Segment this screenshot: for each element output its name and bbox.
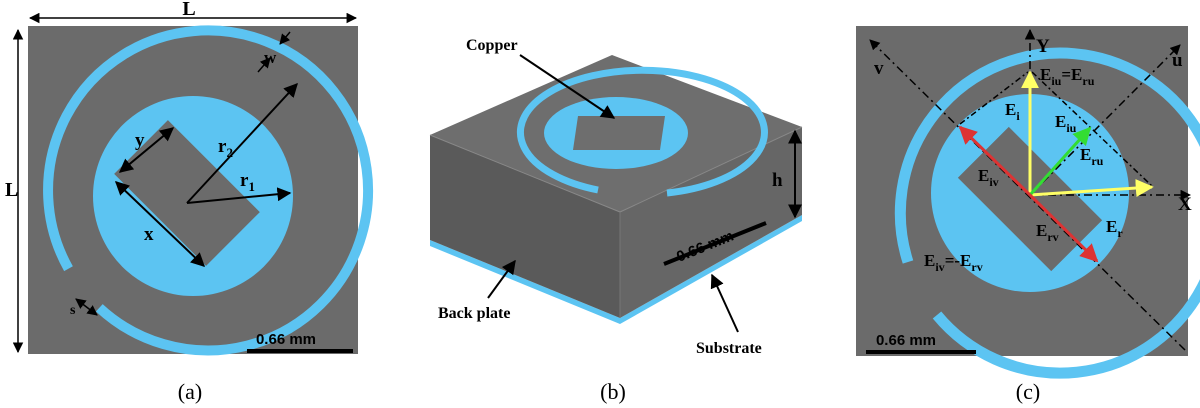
label-substrate: Substrate [696,340,762,357]
label-h: h [772,170,783,191]
vector-e-r [1029,179,1154,198]
label-r1: r1 [240,170,255,194]
radius-r2-line [186,82,298,204]
label-axis-v: v [874,58,884,79]
scale-bar-b [663,221,767,266]
label-eq-bottom: Eiv=-Erv [924,251,983,274]
label-y: y [135,130,145,151]
label-axis-x: X [1178,194,1192,215]
caption-c: (c) [1016,379,1040,404]
label-L-top: L [182,0,195,20]
vector-e-ru [1028,126,1092,197]
dim-line-s [75,298,98,316]
label-e-ru: Eru [1080,145,1104,168]
rectangular-slot-c [957,126,1103,272]
panel-c: u v Y X Eiu=Eru Ei Eiu Eru Eiv Er Erv Ei… [856,26,1200,404]
caption-a: (a) [178,379,202,404]
split-ring-resonator-c [894,47,1200,379]
pointer-substrate [710,273,739,333]
label-e-rv: Erv [1036,221,1059,244]
label-axis-u: u [1172,50,1183,71]
label-e-i: Ei [1005,100,1020,123]
label-r2: r2 [218,136,233,160]
rectangular-slot-top [573,116,665,150]
label-axis-y: Y [1036,36,1050,57]
scale-bar-a [247,349,353,353]
label-w: w [264,48,277,67]
label-x: x [144,224,154,245]
dim-line-w-b [257,57,271,73]
edge-highlight [429,134,621,213]
vector-e-rv [1028,193,1099,263]
panel-a: L L w r2 r1 y x s 0.66 mm (a) [5,0,374,404]
substrate-left-face [430,135,620,318]
label-e-iv: Eiv [978,166,999,189]
scale-bar-c [866,350,976,354]
edge-highlight-2 [619,126,803,213]
label-back-plate: Back plate [438,305,510,322]
dim-line-w-a [279,31,291,45]
pointer-copper [519,54,616,119]
pointer-back-plate [487,259,516,299]
vector-e-iv [958,125,1032,197]
dim-line-y [118,127,175,173]
label-copper: Copper [466,37,518,54]
label-eq-top: Eiu=Eru [1040,65,1095,88]
label-e-iu: Eiu [1055,112,1077,135]
projection-line-1 [959,71,1029,125]
axis-v-line [869,39,1186,351]
substrate-right-face [620,127,802,318]
label-s: s [70,303,76,318]
label-L-left: L [5,179,18,201]
caption-b: (b) [600,379,626,404]
dim-line-x [114,181,206,267]
label-e-r: Er [1106,217,1123,240]
split-ring-top [516,66,768,197]
split-ring-resonator [43,25,374,356]
scale-label-c: 0.66 mm [876,332,936,349]
scale-label-a: 0.66 mm [256,331,316,348]
panel-b: Copper h 0.66 mm Back plate Substrate (b… [429,37,803,404]
